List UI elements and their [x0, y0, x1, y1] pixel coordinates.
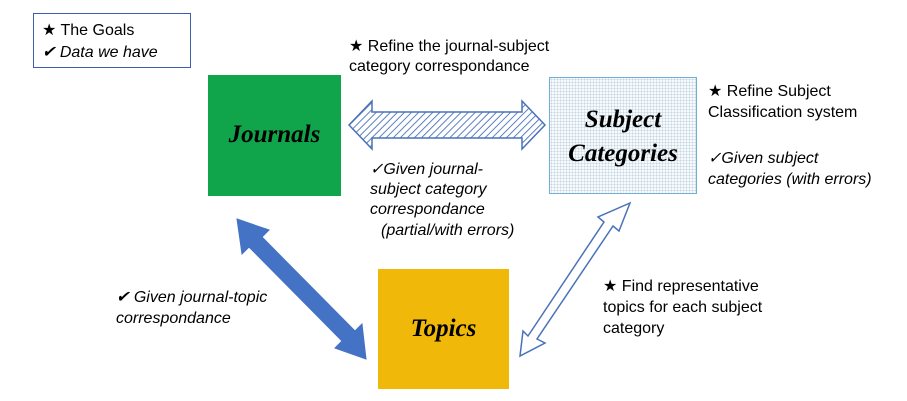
journal-subject-arrow	[347, 99, 547, 151]
refine-correspondance-line2: category correspondance	[349, 58, 530, 75]
topics-label: Topics	[410, 315, 477, 342]
legend-data: ✔ Data we have	[42, 44, 158, 61]
subject-categories-node: Subject Categories	[549, 77, 697, 194]
find-topics-line2: topics for each subject	[603, 299, 763, 316]
find-topics-line3: category	[603, 320, 665, 337]
given-correspondance-line1: ✓Given journal-	[370, 161, 484, 178]
given-subjects-line1: ✓Given subject	[708, 150, 819, 167]
given-journal-topic-line2: correspondance	[116, 310, 231, 327]
subject-label-line2: Categories	[568, 140, 678, 167]
given-correspondance-line2: subject category	[370, 181, 487, 198]
refine-classification-line2: Classification system	[708, 104, 858, 121]
subject-topic-arrow	[519, 201, 632, 358]
legend-box	[33, 13, 191, 68]
given-subjects-line2: categories (with errors)	[708, 171, 872, 188]
given-journal-topic-line1: ✔ Given journal-topic	[116, 289, 268, 306]
subject-label-line1: Subject	[584, 106, 662, 133]
journals-node: Journals	[208, 75, 341, 196]
given-correspondance-line3: correspondance	[370, 201, 485, 218]
given-correspondance-line4: (partial/with errors)	[381, 222, 515, 239]
journal-topic-arrow	[236, 218, 367, 360]
find-topics-line1: ★ Find representative	[603, 278, 759, 295]
refine-correspondance-line1: ★ Refine the journal-subject	[349, 38, 550, 55]
journals-label: Journals	[228, 121, 321, 148]
legend-goals: ★ The Goals	[42, 22, 135, 39]
topics-node: Topics	[378, 269, 509, 389]
refine-classification-line1: ★ Refine Subject	[708, 83, 831, 100]
